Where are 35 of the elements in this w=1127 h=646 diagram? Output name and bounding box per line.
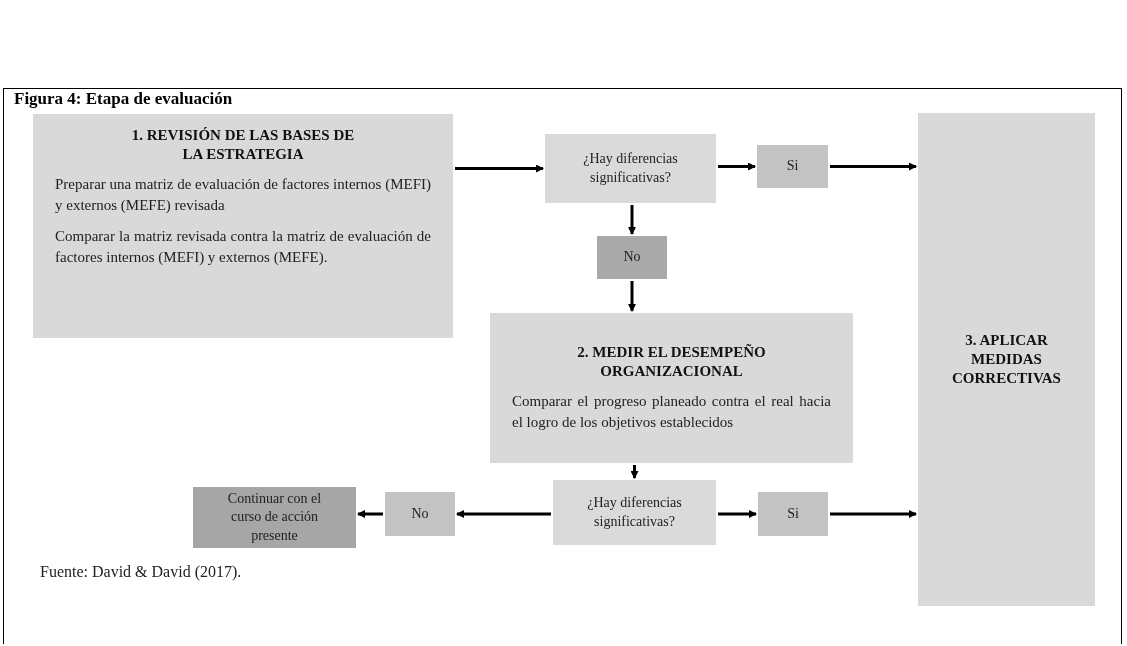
decision-box bbox=[553, 480, 716, 545]
box-text: Comparar el progreso planeado contra el real hacia el logro de los objetivos establecidos bbox=[512, 391, 831, 432]
answer-box bbox=[757, 145, 828, 188]
figure-title: Figura 4: Etapa de evaluación bbox=[14, 89, 233, 109]
arrow bbox=[718, 162, 756, 171]
arrow bbox=[357, 510, 383, 518]
arrow bbox=[456, 510, 551, 518]
decision-box bbox=[545, 134, 716, 203]
end-box bbox=[193, 487, 356, 548]
box-label: Continuar con el curso de acción presente bbox=[226, 490, 323, 545]
arrow bbox=[455, 164, 544, 173]
arrow bbox=[628, 281, 636, 312]
box-label: ¿Hay diferencias significativas? bbox=[582, 150, 679, 187]
process-box bbox=[918, 113, 1095, 606]
answer-box bbox=[758, 492, 828, 536]
process-box bbox=[490, 313, 853, 463]
box-text: Comparar la matriz revisada contra la matriz de evaluación de factores internos (MEFI) y externos (MEFE). bbox=[55, 226, 431, 267]
process-box bbox=[33, 114, 453, 338]
box-text: Preparar una matriz de evaluación de factores internos (MEFI) y externos (MEFE) revisada bbox=[55, 174, 431, 215]
arrow bbox=[630, 465, 639, 479]
box-heading: 1. REVISIÓN DE LAS BASES DE LA ESTRATEGIA bbox=[130, 126, 356, 164]
box-heading: 2. MEDIR EL DESEMPEÑO ORGANIZACIONAL bbox=[576, 343, 767, 381]
answer-box bbox=[597, 236, 667, 279]
box-heading: 3. APLICAR MEDIDAS CORRECTIVAS bbox=[951, 331, 1062, 388]
box-label: Si bbox=[786, 157, 799, 176]
box-label: ¿Hay diferencias significativas? bbox=[586, 494, 683, 531]
arrow bbox=[718, 510, 757, 518]
arrow bbox=[830, 162, 917, 171]
box-label: No bbox=[411, 504, 429, 523]
box-label: Si bbox=[787, 504, 799, 523]
box-label: No bbox=[623, 248, 641, 267]
answer-box bbox=[385, 492, 455, 536]
arrow bbox=[830, 510, 917, 518]
source-note: Fuente: David & David (2017). bbox=[40, 563, 242, 581]
arrow bbox=[628, 205, 636, 235]
